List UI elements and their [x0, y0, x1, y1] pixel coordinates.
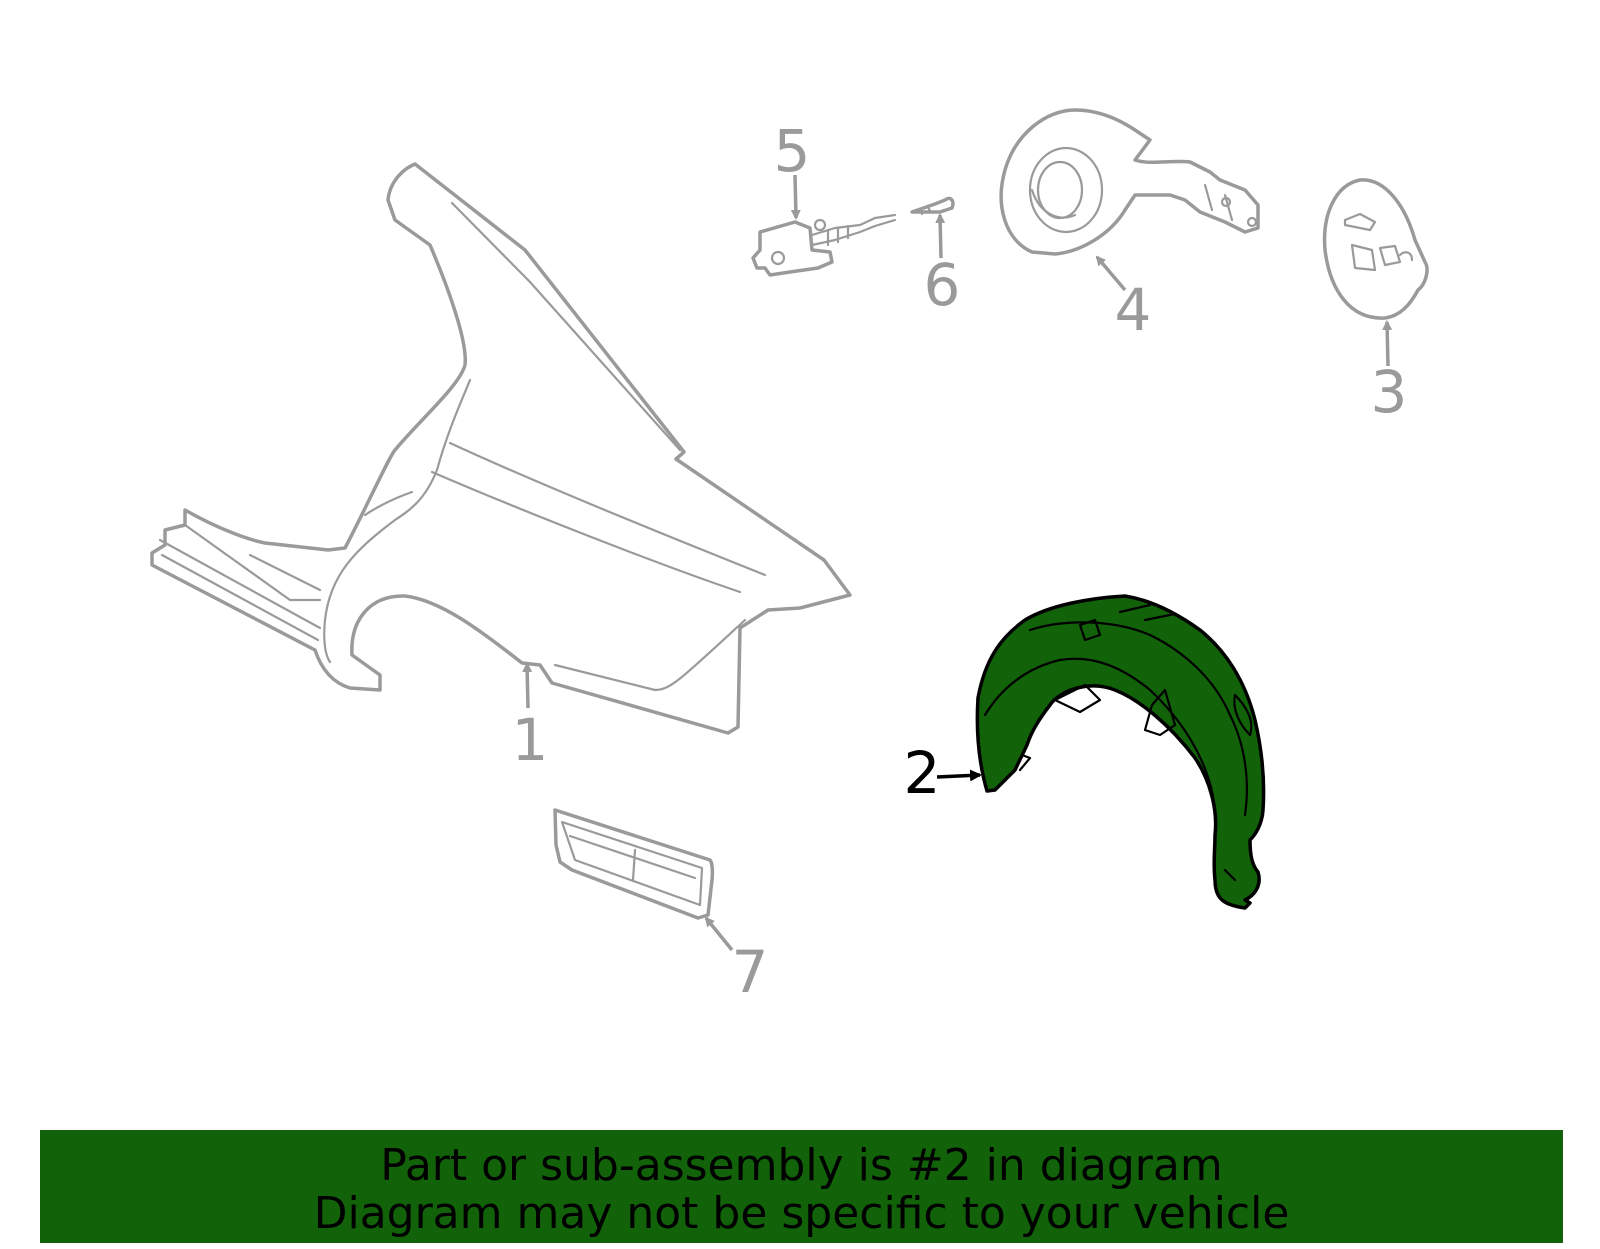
- banner-line-disclaimer: Diagram may not be specific to your vehi…: [313, 1188, 1290, 1239]
- callout-3-arrow: [1382, 320, 1393, 367]
- callout-1-arrow: [522, 662, 533, 709]
- callout-5-arrow: [790, 174, 801, 220]
- banner-line-part-note: Part or sub-assembly is #2 in diagram: [380, 1140, 1223, 1191]
- callout-7-label: 7: [732, 938, 769, 1006]
- callout-4-arrow: [1095, 255, 1127, 292]
- callout-4-label: 4: [1115, 276, 1152, 344]
- callout-1-label: 1: [512, 706, 549, 774]
- screw-part[interactable]: [910, 196, 955, 216]
- callout-6-label: 6: [924, 251, 961, 319]
- door-actuator-part[interactable]: [751, 213, 897, 277]
- callout-6-arrow: [935, 213, 946, 259]
- air-vent-part[interactable]: [553, 808, 715, 920]
- fuel-door-part[interactable]: [1322, 178, 1429, 320]
- callout-2-label: 2: [904, 739, 941, 807]
- info-banner: Part or sub-assembly is #2 in diagram Di…: [40, 1130, 1563, 1243]
- quarter-panel-part[interactable]: [150, 162, 852, 735]
- callout-2-arrow: [936, 769, 982, 782]
- wheelhouse-liner-part[interactable]: [975, 594, 1266, 910]
- callout-5-label: 5: [774, 117, 811, 185]
- callout-7-arrow: [704, 916, 734, 952]
- fuel-filler-housing-part[interactable]: [999, 108, 1260, 256]
- callout-3-label: 3: [1371, 358, 1408, 426]
